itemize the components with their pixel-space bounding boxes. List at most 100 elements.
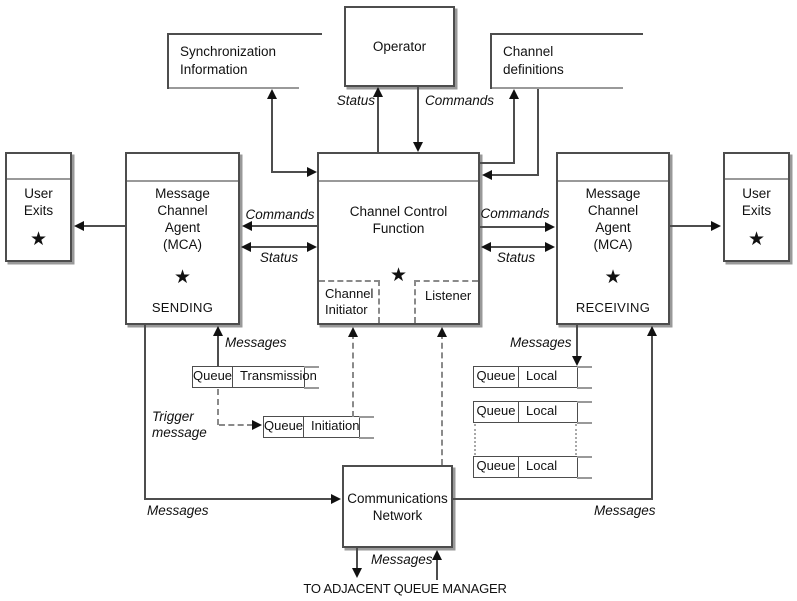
queue-cell: Queue bbox=[264, 417, 305, 437]
line-segment bbox=[651, 331, 653, 500]
communications-network-box: Communications Network bbox=[342, 465, 453, 548]
line-segment bbox=[487, 246, 547, 248]
arrowhead-up bbox=[437, 327, 447, 337]
line-segment bbox=[246, 225, 317, 227]
synchronization-information-box: Synchronization Information bbox=[167, 33, 322, 89]
messages-label: Messages bbox=[225, 335, 287, 350]
line-segment bbox=[377, 90, 379, 152]
queue-type: Initiation bbox=[311, 418, 360, 433]
line-segment bbox=[80, 225, 125, 227]
line-segment bbox=[271, 171, 309, 173]
arrowhead-right bbox=[331, 494, 341, 504]
queue-type: Local bbox=[526, 368, 558, 383]
channel-definitions-box: Channel definitions bbox=[490, 33, 643, 89]
channel-definitions-shadow-line bbox=[492, 87, 623, 89]
operator-label: Operator bbox=[372, 39, 427, 54]
line-segment bbox=[670, 225, 713, 227]
status-label: Status bbox=[259, 250, 299, 265]
mca-receiving-header-strip bbox=[558, 154, 668, 182]
star-icon: ★ bbox=[604, 267, 622, 288]
user-exits-right-box: User Exits ★ bbox=[723, 152, 790, 262]
arrowhead-left bbox=[241, 242, 251, 252]
mca-sending-role: SENDING bbox=[151, 300, 214, 315]
commands-label: Commands bbox=[480, 206, 550, 221]
line-segment bbox=[453, 498, 653, 500]
messages-label: Messages bbox=[510, 335, 572, 350]
queue-ellipsis-line bbox=[474, 424, 476, 455]
channel-definitions-label: Channel definitions bbox=[503, 44, 564, 78]
arrowhead-up bbox=[213, 326, 223, 336]
ccf-title: Channel Control Function bbox=[349, 204, 448, 236]
user-exits-right-label: User Exits bbox=[741, 186, 772, 218]
star-icon: ★ bbox=[389, 265, 408, 286]
local-queue-1: Queue Local bbox=[473, 365, 592, 389]
queue-type: Local bbox=[526, 458, 558, 473]
local-queue-3: Queue Local bbox=[473, 455, 592, 479]
arrowhead-down bbox=[572, 356, 582, 366]
queue-cell: Queue bbox=[474, 367, 519, 387]
arrowhead-left bbox=[74, 221, 84, 231]
line-segment bbox=[144, 325, 146, 500]
to-adjacent-queue-manager-label: TO ADJACENT QUEUE MANAGER bbox=[303, 581, 507, 596]
arrowhead-right bbox=[307, 167, 317, 177]
local-queue-2: Queue Local bbox=[473, 400, 592, 424]
ccf-header-strip bbox=[319, 154, 478, 182]
arrowhead-right bbox=[545, 222, 555, 232]
messages-label: Messages bbox=[371, 552, 433, 567]
star-icon: ★ bbox=[29, 229, 48, 250]
arrowhead-right bbox=[711, 221, 721, 231]
arrowhead-up bbox=[267, 89, 277, 99]
mca-sending-label: Message Channel Agent (MCA) bbox=[155, 186, 210, 252]
mca-sending-box: Message Channel Agent (MCA) ★ SENDING bbox=[125, 152, 240, 325]
line-segment bbox=[271, 92, 273, 172]
line-segment bbox=[537, 89, 539, 176]
queue-cell: Queue bbox=[193, 367, 234, 387]
star-icon: ★ bbox=[173, 267, 192, 288]
dashed-line-segment bbox=[219, 424, 253, 426]
trigger-message-label: Trigger message bbox=[152, 409, 207, 441]
line-segment bbox=[146, 498, 333, 500]
line-segment bbox=[480, 162, 515, 164]
queue-cell: Queue bbox=[474, 402, 519, 422]
arrowhead-down bbox=[352, 568, 362, 578]
messages-label: Messages bbox=[594, 503, 656, 518]
arrowhead-up bbox=[509, 89, 519, 99]
dashed-line-segment bbox=[217, 389, 219, 425]
arrowhead-right bbox=[307, 242, 317, 252]
line-segment bbox=[576, 325, 578, 358]
queue-type: Transmission bbox=[240, 368, 317, 383]
line-segment bbox=[436, 559, 438, 580]
mca-receiving-role: RECEIVING bbox=[575, 300, 651, 315]
transmission-queue: Queue Transmission bbox=[192, 365, 319, 389]
sync-info-shadow-line bbox=[169, 87, 299, 89]
messages-label: Messages bbox=[147, 503, 209, 518]
arrowhead-right bbox=[252, 420, 262, 430]
arrowhead-left bbox=[481, 242, 491, 252]
mca-sending-header-strip bbox=[127, 154, 238, 182]
mca-receiving-box: Message Channel Agent (MCA) ★ RECEIVING bbox=[556, 152, 670, 325]
status-label: Status bbox=[336, 93, 375, 108]
dashed-line-segment bbox=[352, 333, 354, 417]
sync-info-label: Synchronization Information bbox=[180, 44, 277, 78]
line-segment bbox=[247, 246, 313, 248]
line-segment bbox=[417, 87, 419, 145]
commands-label: Commands bbox=[245, 207, 315, 222]
arrowhead-right bbox=[545, 242, 555, 252]
operator-box: Operator bbox=[344, 6, 455, 87]
user-exits-left-box: User Exits ★ bbox=[5, 152, 72, 262]
line-segment bbox=[480, 226, 547, 228]
arrowhead-up bbox=[348, 327, 358, 337]
queue-ellipsis-line bbox=[575, 424, 577, 455]
user-exits-right-header-strip bbox=[725, 154, 788, 180]
arrowhead-up bbox=[432, 550, 442, 560]
listener-box: Listener bbox=[414, 280, 478, 323]
channel-control-function-box: Channel Control Function ★ Channel Initi… bbox=[317, 152, 480, 325]
commands-label: Commands bbox=[425, 93, 495, 108]
mca-receiving-label: Message Channel Agent (MCA) bbox=[585, 186, 641, 252]
arrowhead-down bbox=[413, 142, 423, 152]
channel-initiator-box: Channel Initiator bbox=[319, 280, 380, 323]
dashed-line-segment bbox=[441, 333, 443, 465]
status-label: Status bbox=[496, 250, 536, 265]
line-segment bbox=[217, 332, 219, 366]
